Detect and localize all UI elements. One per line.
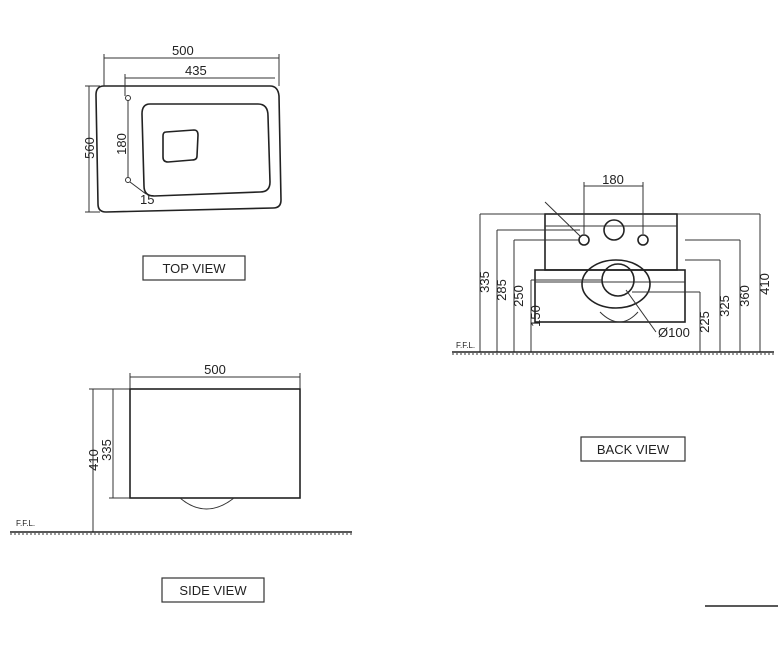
back-view-right-dim-1: 225 [697,311,712,333]
top-view-hole-top [125,95,131,101]
back-view-label: BACK VIEW [597,442,670,457]
back-view-right-dim-2: 325 [717,295,732,317]
side-view-body [129,388,301,499]
back-view-bolt-left [578,234,590,246]
back-view-right-dim-4: 410 [757,273,772,295]
back-view: 180 335 285 250 150 225 325 360 410 Ø100 [452,172,774,462]
top-view-label: TOP VIEW [162,261,226,276]
back-view-left-dim-2: 285 [494,279,509,301]
back-view-left-dim-4: 150 [528,305,543,327]
side-view-outlet [179,497,235,510]
side-view-dim-410: 410 [86,449,101,471]
back-view-outlet-outer [581,259,651,309]
top-view-dim-435: 435 [185,63,207,78]
back-view-label-box [580,436,686,462]
top-view-dim-500: 500 [172,43,194,58]
top-view-dim-180: 180 [114,133,129,155]
back-view-outlet-inner [601,263,635,297]
side-view-floor-label: F.F.L. [16,519,35,528]
side-view-dim-500: 500 [204,362,226,377]
top-view-label-box [142,255,246,281]
top-view-dim-15: 15 [140,192,154,207]
side-view: 500 410 335 F.F.L. SIDE VIEW [10,362,352,603]
side-view-dim-335: 335 [99,439,114,461]
back-view-left-dim-3: 250 [511,285,526,307]
back-view-bolt-right [637,234,649,246]
back-view-floor-label: F.F.L. [456,341,475,350]
back-view-top-plate [544,213,678,271]
top-view-hole-bottom [125,177,131,183]
back-view-left-dim-1: 335 [477,271,492,293]
top-view-outline [95,85,282,213]
top-view-drain [162,129,199,163]
back-view-dim-outlet: Ø100 [658,325,690,340]
side-view-label-box [161,577,265,603]
back-view-body [534,269,686,323]
top-view-dim-560: 560 [82,137,97,159]
top-view: 500 435 560 180 15 TOP VIEW [82,43,282,281]
top-view-bowl [141,103,271,197]
back-view-right-dim-3: 360 [737,285,752,307]
back-view-inlet [603,219,625,241]
back-view-dim-180: 180 [602,172,624,187]
side-view-label: SIDE VIEW [179,583,247,598]
